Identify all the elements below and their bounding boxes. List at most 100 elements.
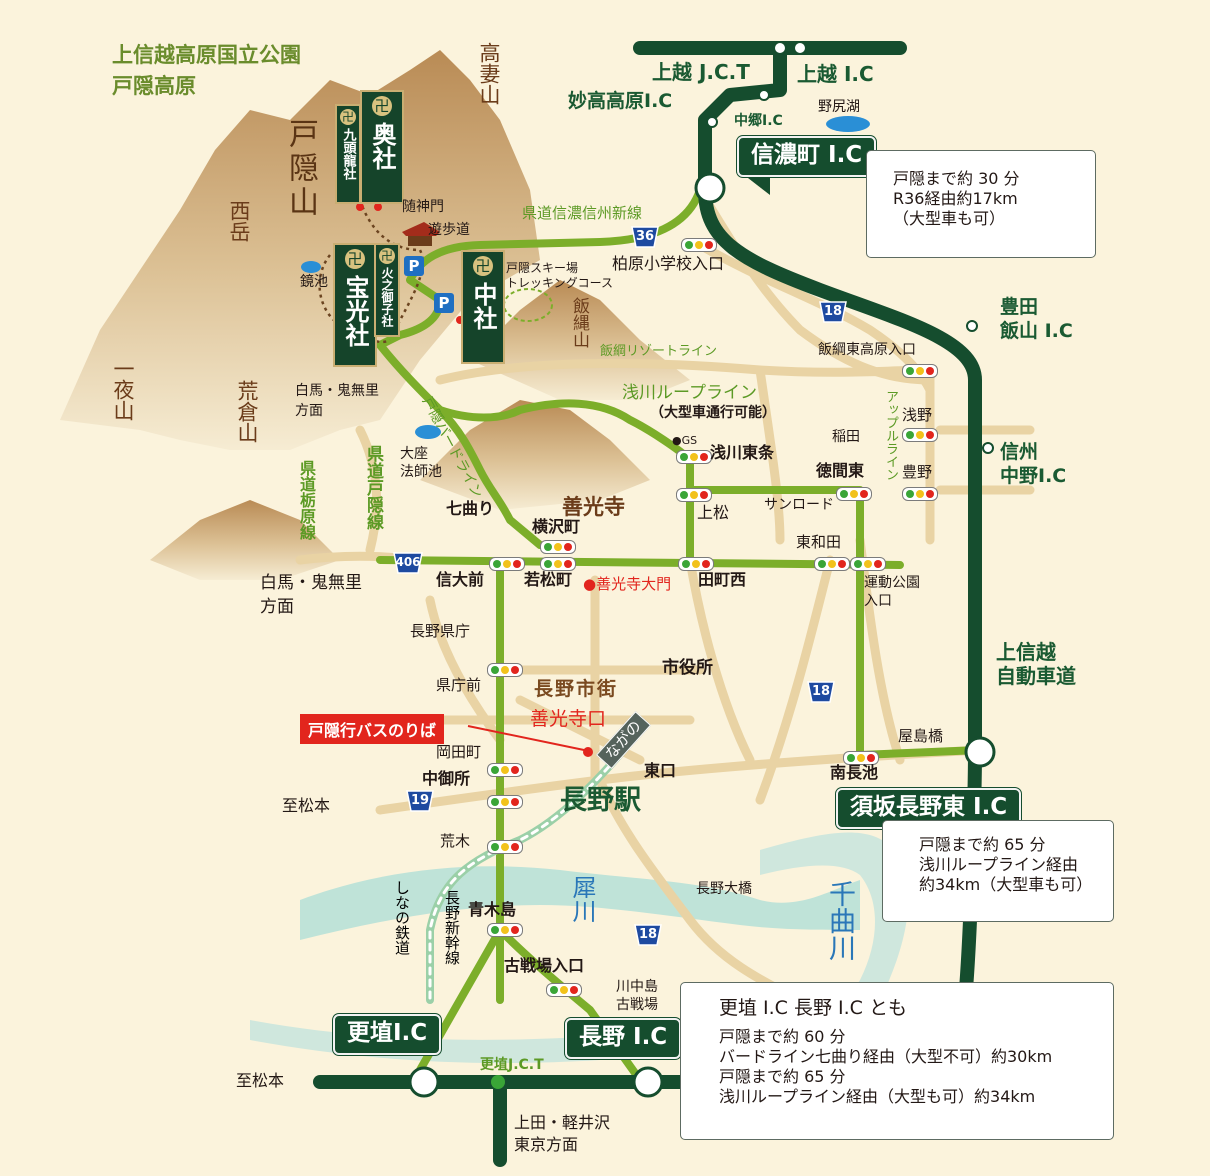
label-zuishinmon: 随神門 (402, 199, 444, 215)
label-zenkoji-daimon: ●善光寺大門 (583, 575, 672, 593)
shrine-kuzuryu-label: 九頭龍社 (340, 128, 356, 180)
label-araki: 荒木 (440, 832, 471, 850)
mountain-south (420, 400, 650, 510)
gate-roof (402, 222, 440, 236)
label-koshoku-jct: 更埴J.C.T (480, 1057, 544, 1073)
jct-markers (706, 41, 994, 454)
info-line: 戸隠まで約 60 分 (719, 1026, 846, 1046)
route-18-shield: 18 (633, 924, 663, 946)
label-yashimabashi: 屋島橋 (898, 727, 944, 745)
ic-nagano[interactable]: 長野 I.C (565, 1018, 682, 1060)
label-hakuba-2: 白馬・鬼無里 方面 (260, 573, 362, 617)
label-higashiguchi: 東口 (644, 761, 677, 780)
mountain-west (150, 500, 340, 580)
label-osaho: 大座 法師池 (400, 446, 442, 481)
label-sainagawa: 犀川 (568, 875, 596, 923)
koshoku-jct-marker (491, 1075, 505, 1089)
shrine-okusha-label: 奥社 (368, 122, 397, 170)
peak-nishidake: 西岳 (227, 200, 251, 242)
shrine-hinomiko[interactable]: 卍 火之御子社 (374, 243, 400, 337)
gate-body (408, 236, 432, 246)
sai-river (300, 866, 860, 940)
label-zenkoji: 善光寺 (562, 495, 625, 519)
label-asakawa-note: （大型車通行可能） (650, 405, 776, 421)
info-box-suzaka: 戸隠まで約 65 分 浅川ループライン経由 約34km（大型車も可） (882, 820, 1114, 922)
route-18-shield: 18 (818, 301, 848, 323)
route-406-shield: 406 (392, 552, 424, 574)
label-sunroad: サンロード (764, 497, 834, 513)
signal-icon (902, 428, 938, 442)
signal-icon (546, 983, 582, 997)
label-agematsu: 上松 (697, 503, 730, 522)
parking-icon: P (434, 293, 454, 313)
route-18-shield: 18 (806, 681, 836, 703)
peak-togakushi: 戸隠山 (283, 118, 318, 220)
signal-icon (487, 795, 523, 809)
ic-shinanomachi[interactable]: 信濃町 I.C (737, 136, 877, 178)
label-yokosawa: 横沢町 (532, 517, 581, 536)
signal-icon (487, 763, 523, 777)
label-iizuna-resort: 飯綱リゾートライン (600, 344, 718, 359)
label-kagamiike: 鏡池 (300, 274, 328, 290)
label-joshinetsu-exp: 上信越 自動車道 (996, 640, 1076, 688)
lake-nojiri (826, 116, 870, 132)
signal-icon (487, 923, 523, 937)
label-asakawa-loop: 浅川ループライン (622, 383, 757, 403)
label-kendo-shinano: 県道信濃信州新線 (522, 204, 643, 222)
label-inada: 稲田 (832, 429, 860, 445)
parking-icon: P (404, 256, 424, 276)
label-shinshu-nakano-ic: 信州 中野I.C (1000, 441, 1067, 487)
signal-icon (902, 364, 938, 378)
manji-icon: 卍 (372, 96, 392, 116)
label-kashiwabara: 柏原小学校入口 (612, 254, 725, 273)
label-joetsu-jct: 上越 J.C.T (652, 60, 750, 84)
label-yuhodo: 遊歩道 (428, 222, 470, 238)
shrine-hinomiko-label: 火之御子社 (380, 267, 394, 327)
info-title: 更埴 I.C 長野 I.C とも (719, 997, 907, 1019)
info-line: 浅川ループライン経由 (919, 855, 1079, 874)
label-ueda: 上田・軽井沢 東京方面 (514, 1113, 611, 1154)
label-shiyakusho: 市役所 (662, 658, 713, 678)
shrine-hokosha[interactable]: 卍 宝光社 (333, 243, 377, 367)
park-subname: 戸隠高原 (112, 74, 196, 98)
label-nagano-station: 長野駅 (560, 785, 641, 816)
label-undokoen: 運動公園 入口 (864, 575, 920, 610)
manji-icon: 卍 (473, 256, 493, 276)
signal-icon (489, 557, 525, 571)
signal-icon (540, 540, 576, 554)
shrine-okusha[interactable]: 卍 奥社 (360, 90, 404, 204)
info-line: R36経由約17km (893, 189, 1018, 208)
label-iizuna-higashi: 飯綱東高原入口 (818, 342, 916, 358)
bus-stop-label: 戸隠行バスのりば (300, 714, 445, 744)
signal-icon (540, 557, 576, 571)
label-shindaimae: 信大前 (436, 570, 485, 589)
label-nagano-pref: 長野県庁 (410, 622, 471, 640)
label-kenchomae: 県庁前 (436, 676, 482, 694)
manji-icon: 卍 (379, 248, 395, 264)
info-line: 戸隠まで約 65 分 (719, 1066, 846, 1086)
lake-kagami (301, 261, 321, 273)
peak-arakura: 荒倉山 (235, 380, 259, 443)
shrine-chusha-label: 中社 (469, 282, 498, 330)
label-higashiwada: 東和田 (796, 533, 842, 551)
shrine-hokosha-label: 宝光社 (341, 275, 370, 347)
label-kawanakajima: 川中島 古戦場 (616, 979, 658, 1014)
label-joetsu-ic: 上越 I.C (797, 62, 874, 86)
shrine-chusha[interactable]: 卍 中社 (461, 250, 505, 364)
route-36-shield: 36 (630, 226, 660, 248)
ic-koshoku[interactable]: 更埴I.C (333, 1014, 442, 1056)
label-okadamachi: 岡田町 (436, 743, 482, 761)
label-asano: 浅野 (902, 406, 933, 424)
info-box-nagano: 更埴 I.C 長野 I.C とも 戸隠まで約 60 分 バードライン七曲り経由（… (680, 982, 1114, 1140)
label-nojiriko: 野尻湖 (818, 99, 860, 115)
label-zenkoji-guchi: 善光寺口 (530, 708, 607, 730)
signal-icon (487, 840, 523, 854)
label-tokuma: 徳間東 (816, 461, 865, 480)
label-kendo-togakushi: 県道戸隠線 (363, 445, 383, 530)
label-nagano-ohashi: 長野大橋 (696, 881, 752, 897)
shrine-kuzuryu[interactable]: 卍 九頭龍社 (335, 104, 361, 204)
label-asakawa-higashijo: 浅川東条 (710, 443, 775, 462)
info-box-shinanomachi: 戸隠まで約 30 分 R36経由約17km （大型車も可） (866, 150, 1096, 258)
